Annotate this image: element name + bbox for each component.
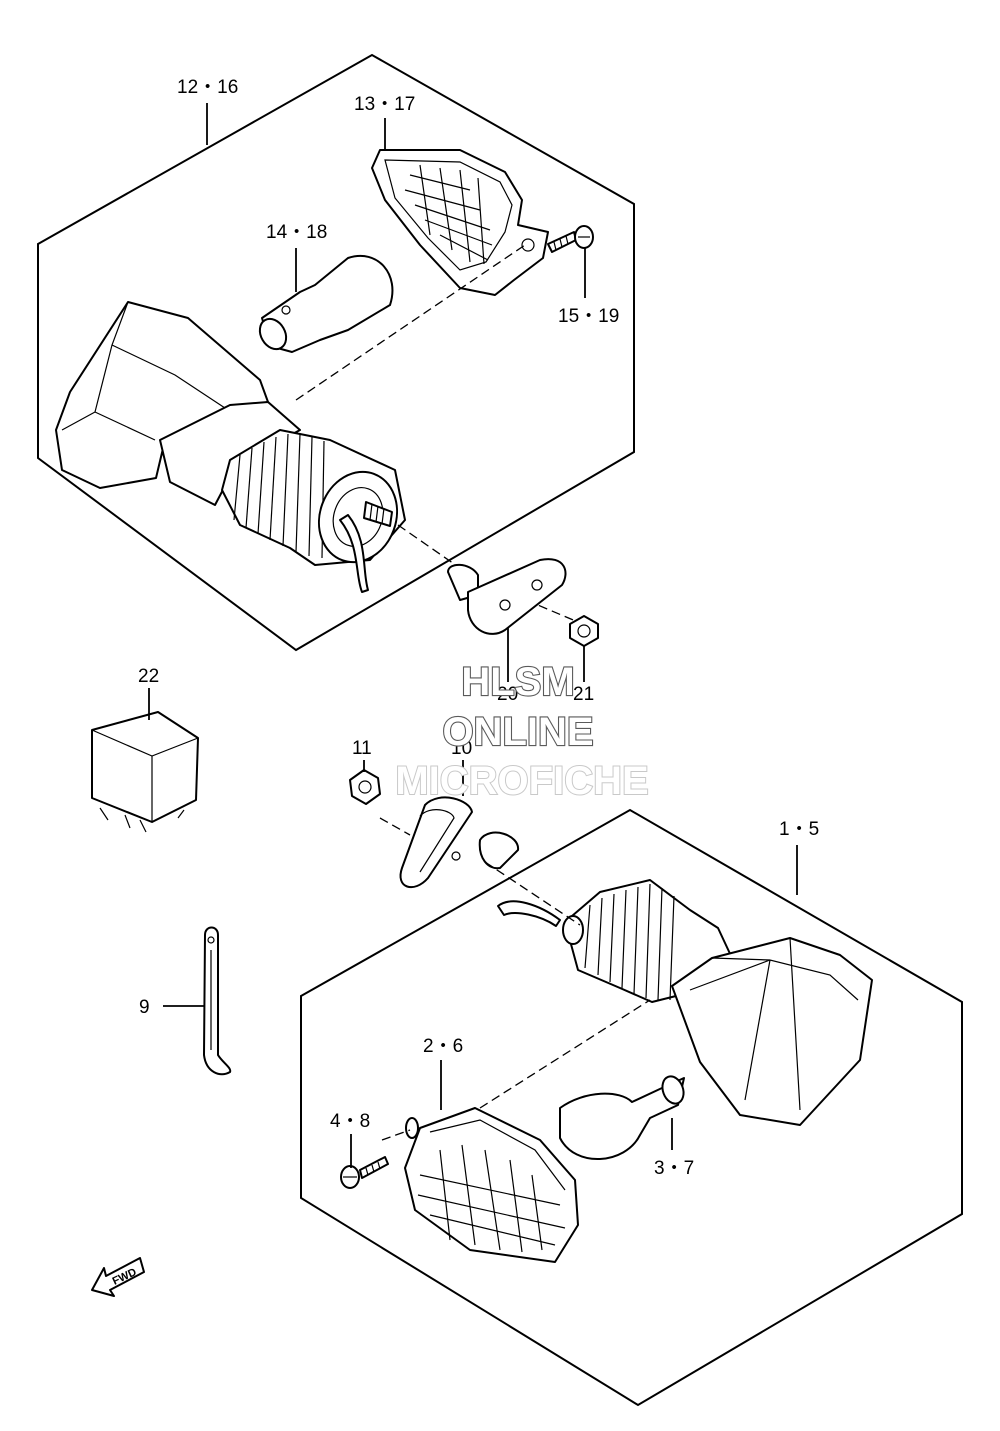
lower-dashed-guides	[381, 999, 651, 1141]
upper-lens-13-17	[371, 149, 549, 296]
label-11: 11	[352, 738, 372, 759]
label-20: 20	[497, 684, 518, 705]
label-3-7: 3・7	[654, 1158, 694, 1179]
lower-lens-2-6	[404, 1107, 579, 1263]
lower-screw-4-8	[340, 1134, 389, 1189]
lower-assembly-frame	[300, 808, 963, 1407]
watermark-line-3: MICROFICHE	[395, 759, 648, 803]
lower-bulb-3-7	[559, 1075, 685, 1161]
upper-assembly-frame	[37, 53, 635, 652]
label-12-16: 12・16	[177, 77, 238, 98]
band-9	[203, 926, 232, 1076]
fwd-label: FWD	[111, 1266, 139, 1287]
label-21: 21	[573, 684, 594, 705]
label-15-19: 15・19	[558, 306, 619, 327]
upper-bulb-14-18	[258, 255, 394, 353]
label-2-6: 2・6	[423, 1036, 463, 1057]
relay-22	[91, 688, 199, 833]
lower-signal-housing	[484, 861, 873, 1126]
label-10: 10	[451, 738, 472, 759]
label-22: 22	[138, 666, 159, 687]
part-labels: 12・16 13・17 14・18 15・19 20 21 22 11 10 1…	[138, 77, 819, 1179]
fwd-arrow-icon: FWD	[91, 1257, 145, 1297]
label-14-18: 14・18	[266, 222, 327, 243]
nut-21	[569, 615, 599, 647]
label-13-17: 13・17	[354, 94, 415, 115]
nut-11	[349, 760, 411, 836]
label-4-8: 4・8	[330, 1111, 370, 1132]
label-9: 9	[139, 997, 150, 1018]
upper-signal-housing	[55, 301, 406, 593]
gasket-10	[399, 760, 520, 889]
gasket-20	[447, 558, 567, 635]
lower-leader-lines	[163, 845, 798, 1110]
label-1-5: 1・5	[779, 819, 819, 840]
upper-screw-15-19	[547, 225, 594, 253]
watermark-line-1: HLSM	[461, 660, 574, 704]
watermark-line-2: ONLINE	[442, 710, 593, 754]
watermark: HLSM ONLINE MICROFICHE	[394, 659, 649, 804]
